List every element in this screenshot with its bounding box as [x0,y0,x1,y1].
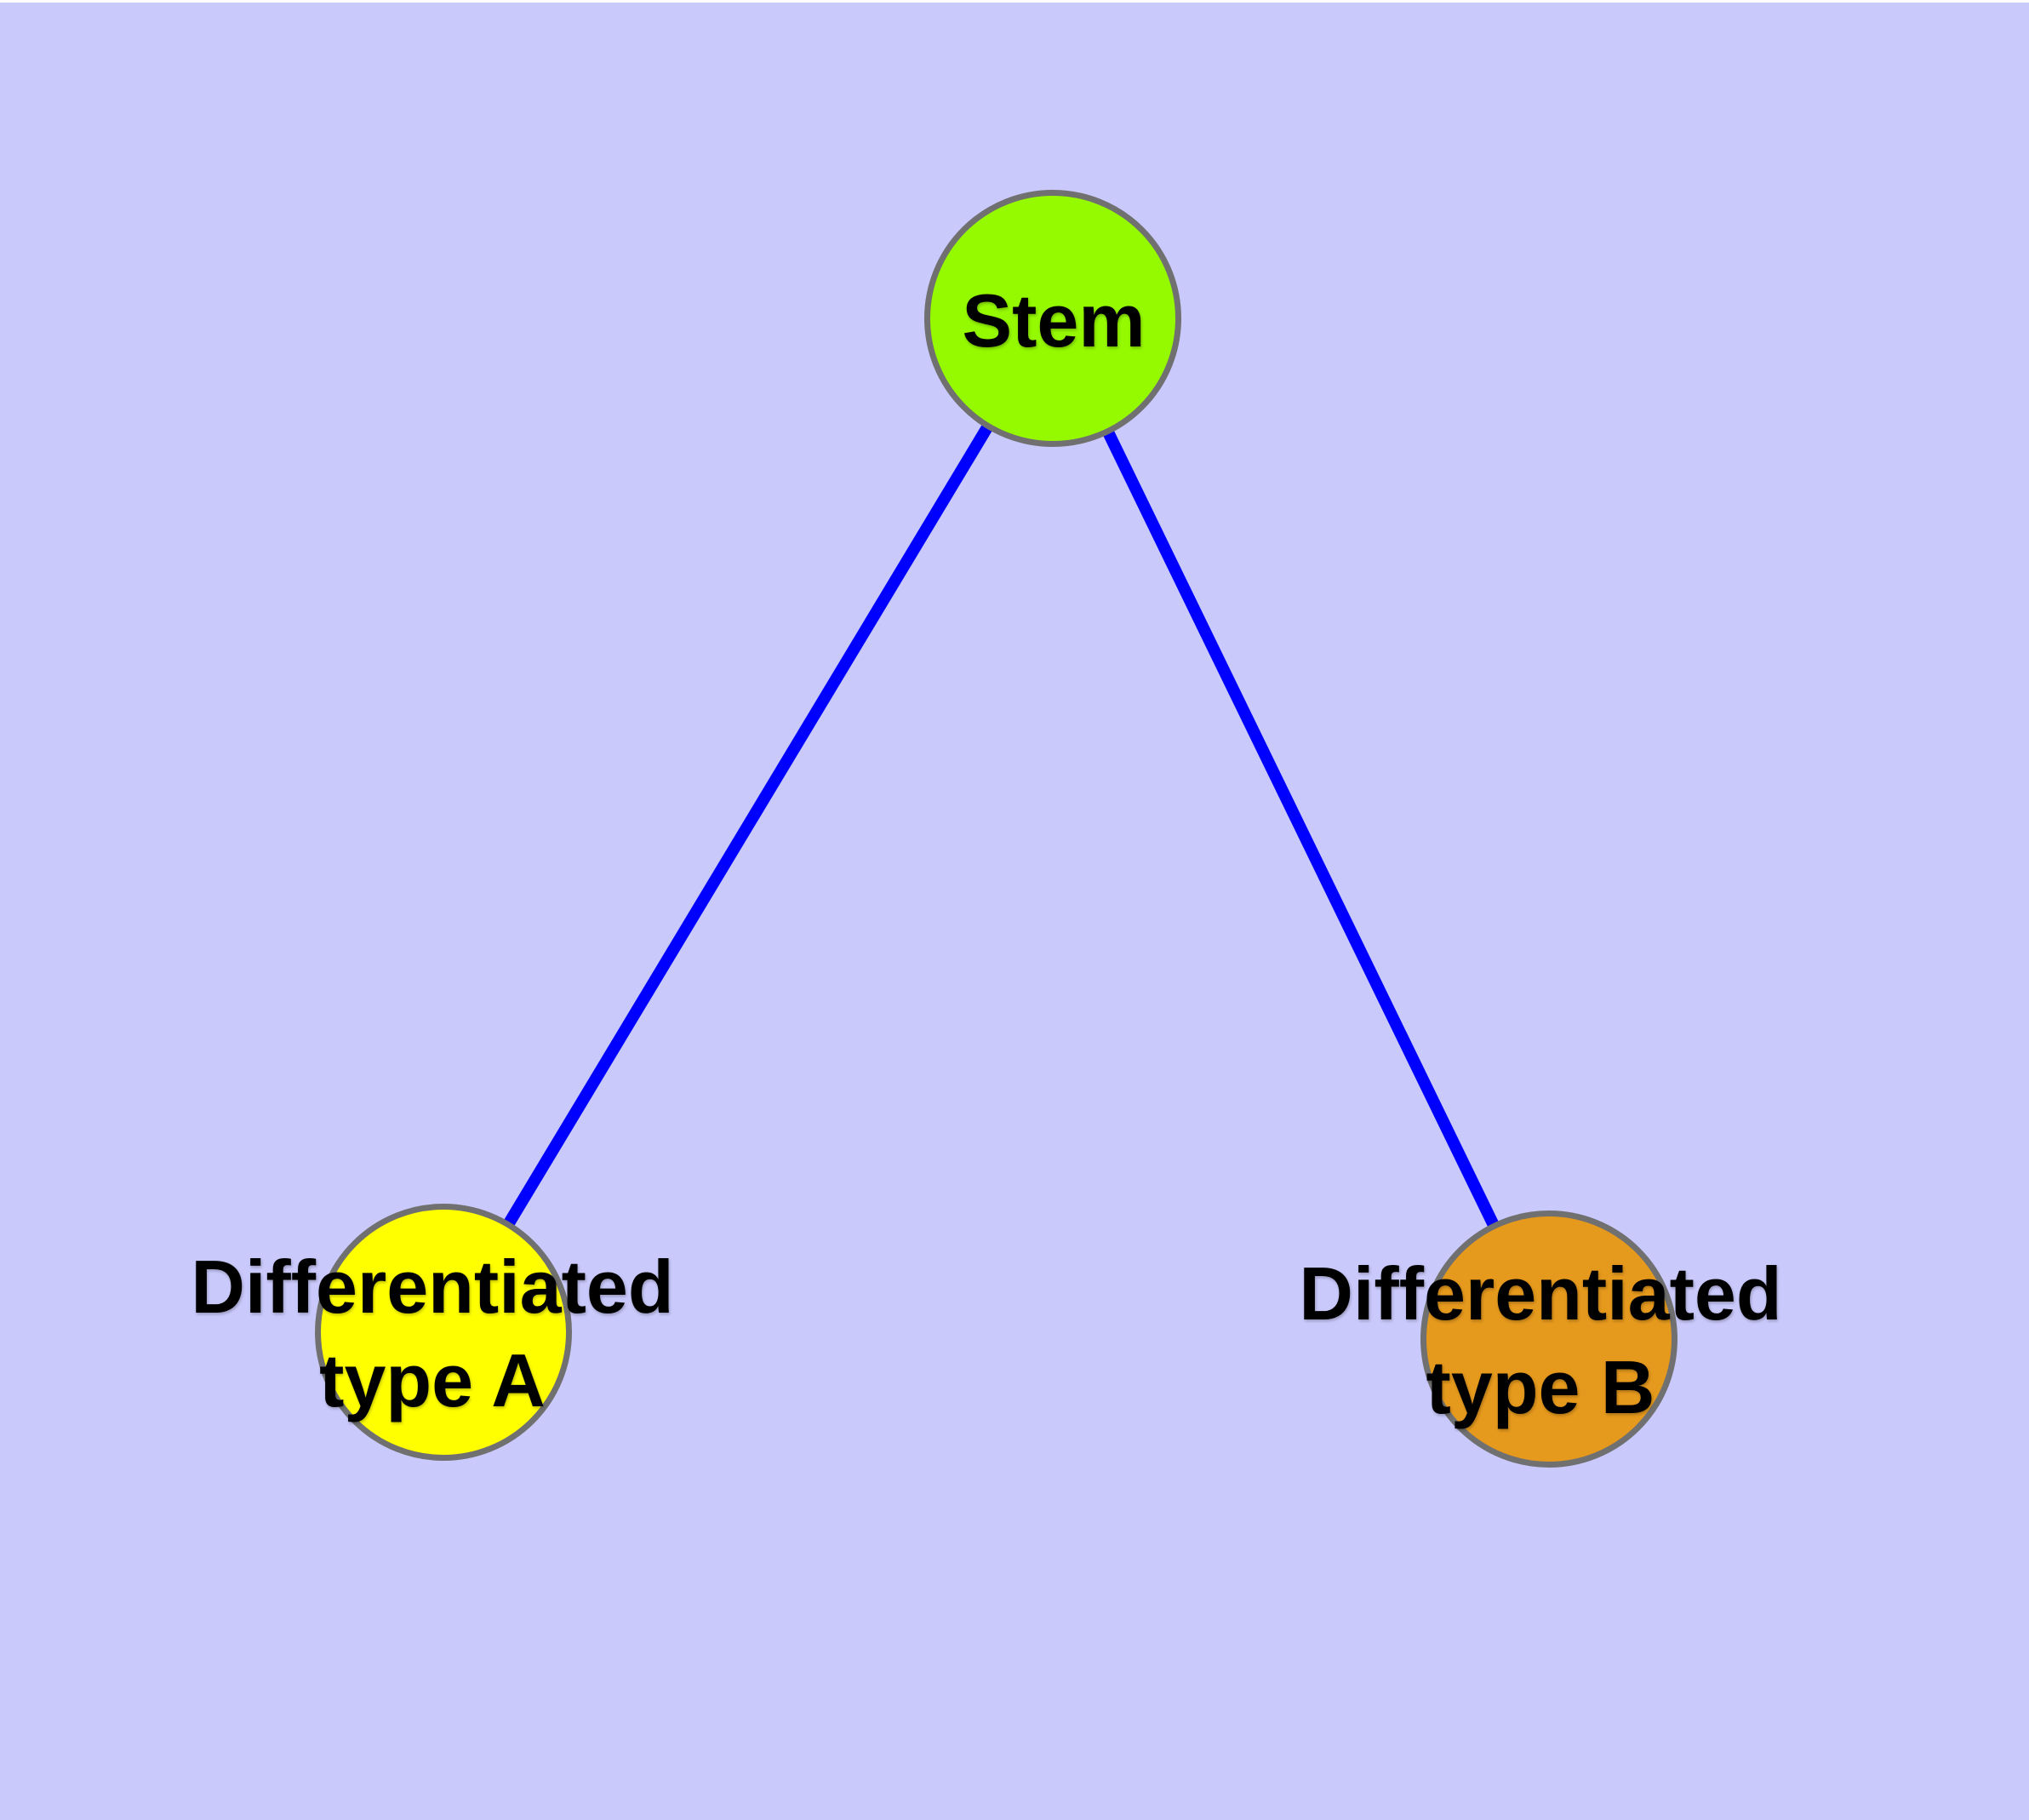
node-stem[interactable] [924,190,1181,447]
edge-stem-to-type-a[interactable] [438,315,1058,1336]
node-differentiated-type-b[interactable] [1420,1210,1677,1468]
top-frame-strip [0,0,2029,3]
edge-stem-to-type-b[interactable] [1047,315,1555,1342]
node-differentiated-type-a[interactable] [315,1204,572,1461]
